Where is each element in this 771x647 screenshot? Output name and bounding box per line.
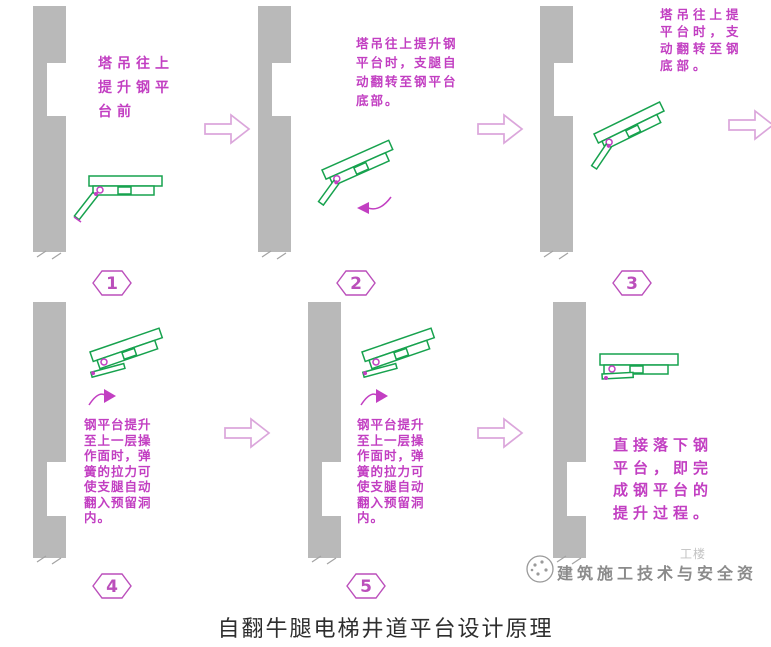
- steel-platform-panel-5: [361, 327, 436, 379]
- support-leg: [89, 362, 126, 379]
- steel-platform-panel-1: [73, 175, 163, 223]
- steel-platform-panel-2: [317, 139, 394, 207]
- watermark-text: 建筑施工技术与安全资: [557, 564, 758, 583]
- step-arrow-3-next: [728, 109, 771, 141]
- step-number-2: 2: [350, 274, 362, 294]
- section-break-marks: [36, 250, 582, 565]
- annotation-panel-2: 塔吊往上提升钢 平台时，支腿自 动翻转至钢平台 底部。: [356, 36, 458, 108]
- wall-panel-2: [258, 6, 291, 252]
- step-badge-3: 3: [612, 270, 652, 296]
- step-badge-5: 5: [346, 573, 386, 599]
- caption: 自翻牛腿电梯井道平台设计原理: [217, 617, 554, 642]
- step-arrow-4-5: [224, 417, 271, 449]
- support-leg: [73, 191, 99, 221]
- annotation-panel-6: 直接落下钢 平台，即完 成钢平台的 提升过程。: [613, 436, 714, 522]
- step-arrow-1-2: [204, 113, 251, 145]
- wall-panel-5: [308, 302, 341, 558]
- step-arrow-2-3: [477, 113, 524, 145]
- watermark-logo-icon: [526, 555, 554, 583]
- step-arrow-5-6: [477, 417, 524, 449]
- step-number-3: 3: [626, 274, 638, 294]
- wall-panel-4: [33, 302, 66, 558]
- step-badge-4: 4: [92, 573, 132, 599]
- watermark-faint-text: 工楼: [680, 547, 707, 561]
- rotation-arrow-panel-5: [360, 389, 388, 406]
- step-number-4: 4: [106, 577, 118, 597]
- step-number-1: 1: [106, 274, 118, 294]
- support-leg: [361, 362, 398, 379]
- wall-panel-1: [33, 6, 66, 252]
- steel-platform-panel-3: [590, 100, 665, 171]
- step-badge-2: 2: [336, 270, 376, 296]
- annotation-panel-4: 钢平台提升 至上一层操 作面时，弹 簧的拉力可 使支腿自动 翻入预留洞 内。: [84, 417, 152, 525]
- step-badge-1: 1: [92, 270, 132, 296]
- rotation-arrow-panel-2: [357, 196, 392, 214]
- steel-platform-panel-6: [599, 353, 679, 380]
- annotation-panel-3: 塔吊往上提 平台时，支 动翻转至钢 底部。: [660, 7, 743, 73]
- annotation-panel-1: 塔吊往上 提升钢平 台前: [98, 56, 174, 120]
- wall-panel-6: [553, 302, 586, 558]
- step-number-5: 5: [360, 577, 372, 597]
- support-leg: [590, 143, 613, 171]
- rotation-arrow-panel-4: [88, 389, 116, 406]
- steel-platform-panel-4: [89, 327, 164, 379]
- wall-panel-3: [540, 6, 573, 252]
- annotation-panel-5: 钢平台提升 至上一层操 作面时，弹 簧的拉力可 使支腿自动 翻入预留洞 内。: [357, 417, 425, 525]
- support-leg: [317, 179, 340, 207]
